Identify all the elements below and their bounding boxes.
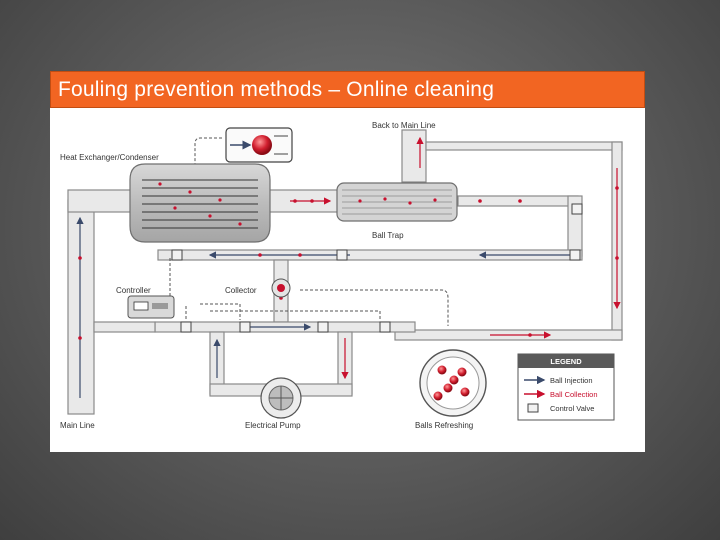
title-bar: Fouling prevention methods – Online clea… (50, 71, 645, 108)
pipe-main-to-exchanger (67, 189, 139, 213)
diagram-labels: Back to Main Line Heat Exchanger/Condens… (60, 121, 473, 430)
control-valve-icon (317, 321, 329, 333)
ball-trap (336, 182, 458, 222)
pipe-right-loop-top (425, 141, 623, 151)
control-valve-icon (180, 321, 192, 333)
label-balls-refreshing: Balls Refreshing (415, 421, 473, 430)
label-electrical-pump: Electrical Pump (245, 421, 301, 430)
label-controller: Controller (116, 286, 151, 295)
label-main-line: Main Line (60, 421, 95, 430)
label-collector: Collector (225, 286, 257, 295)
slide-title: Fouling prevention methods – Online clea… (58, 78, 495, 101)
cleaning-system-diagram: LEGEND Ball Injection Ball Collection Co… (50, 108, 645, 452)
label-back-to-main-line: Back to Main Line (372, 121, 436, 130)
control-valve-icon (379, 321, 391, 333)
control-valve-icon (571, 203, 583, 215)
control-valve-icon (336, 249, 348, 261)
label-ball-trap: Ball Trap (372, 231, 404, 240)
legend-control-valve: Control Valve (550, 404, 594, 413)
control-valves (171, 203, 583, 333)
pipe-main-line (67, 199, 95, 415)
heat-exchanger (129, 163, 271, 243)
control-valve-icon (171, 249, 183, 261)
legend: LEGEND Ball Injection Ball Collection Co… (517, 353, 615, 421)
legend-ball-collection: Ball Collection (550, 390, 598, 399)
diagram-svg: LEGEND Ball Injection Ball Collection Co… (60, 121, 623, 430)
pipe-trap-outlet (457, 195, 579, 207)
legend-ball-injection: Ball Injection (550, 376, 593, 385)
pipe-back-to-main (401, 129, 427, 183)
electrical-pump-icon (260, 377, 302, 419)
label-heat-exchanger: Heat Exchanger/Condenser (60, 153, 159, 162)
pipe-left-stub (93, 321, 156, 333)
legend-title: LEGEND (550, 357, 582, 366)
control-valve-icon (569, 249, 581, 261)
collector (271, 278, 291, 298)
inset-magnifier (225, 127, 293, 163)
control-valve-icon (239, 321, 251, 333)
balls-refreshing-chamber (419, 349, 487, 417)
control-valve-legend-icon (527, 403, 539, 413)
pipe-return-line (157, 249, 583, 261)
controller (127, 295, 175, 319)
flow-arrows (76, 136, 621, 398)
